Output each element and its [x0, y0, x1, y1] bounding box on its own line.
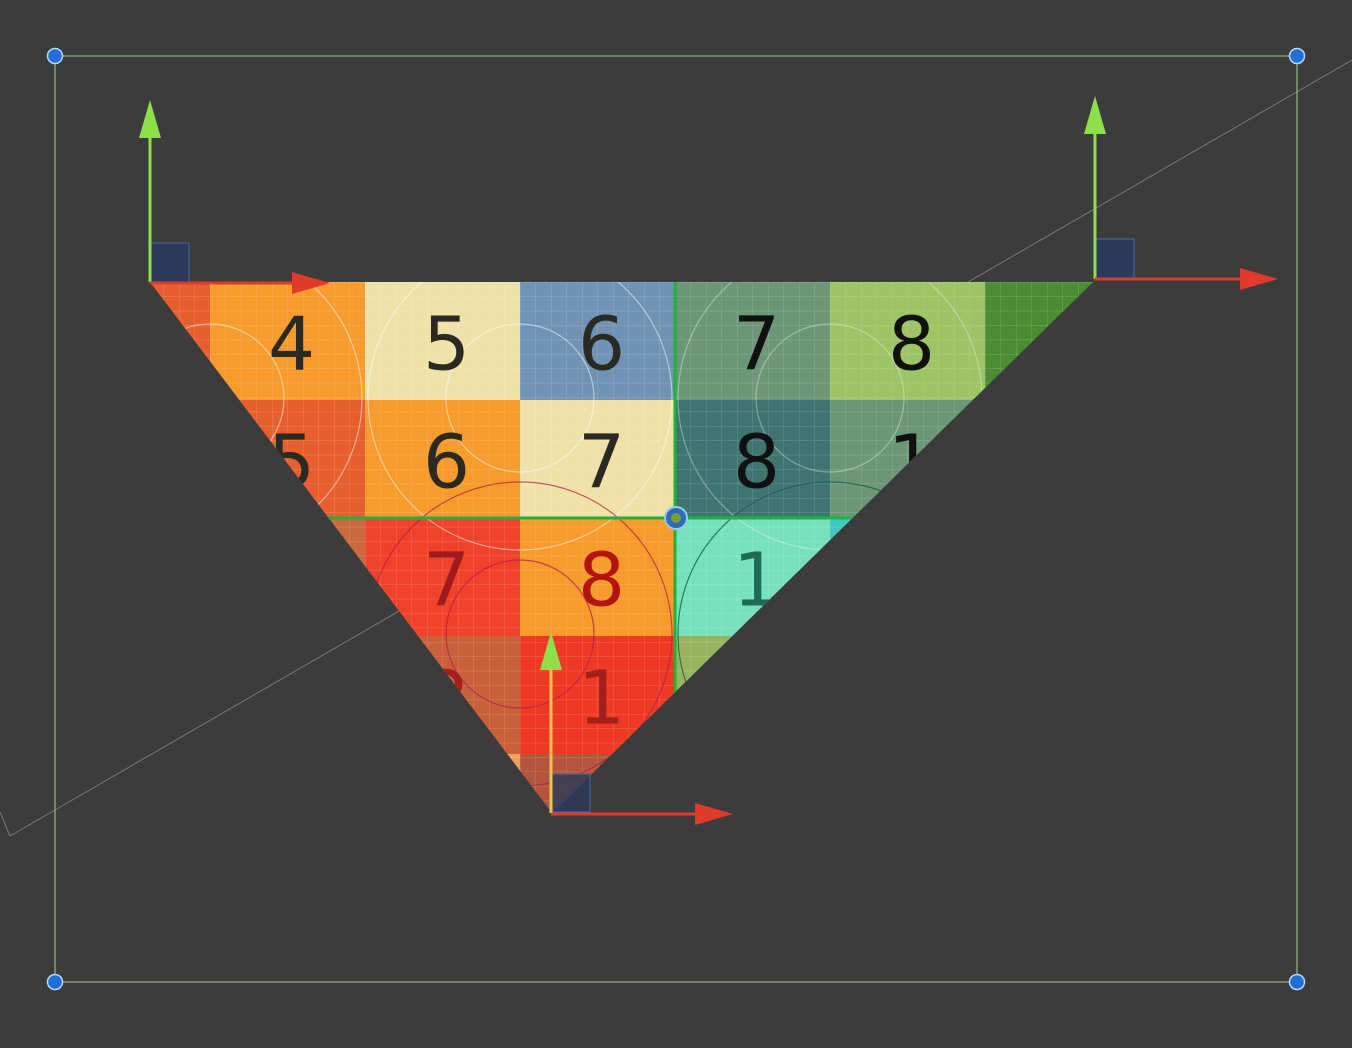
- tile-digit: 8: [888, 302, 935, 388]
- corner-handles[interactable]: [46, 47, 1306, 991]
- texture-tile: [830, 636, 986, 755]
- tile-digit: 5: [268, 420, 315, 506]
- tile-digit: 1: [733, 538, 780, 624]
- tile-digit: 2: [423, 656, 470, 742]
- texture-tile: [985, 754, 1093, 813]
- texture-tile: [985, 518, 1093, 637]
- texture-tile: [150, 400, 211, 519]
- tile-digit: 8: [578, 538, 625, 624]
- move-gizmo-bottom[interactable]: [540, 632, 733, 825]
- selection-rect[interactable]: [54, 55, 1298, 983]
- texture-tile: [830, 518, 986, 637]
- tile-digit: 6: [578, 302, 625, 388]
- corner-handle-bottom-left[interactable]: [46, 973, 64, 991]
- corner-handle-top-right[interactable]: [1288, 47, 1306, 65]
- y-axis-arrow-icon[interactable]: [540, 632, 562, 670]
- tile-digit: 4: [268, 302, 315, 388]
- texture-tile: [150, 636, 211, 755]
- texture-tile: [150, 754, 211, 813]
- corner-handle-bottom-right[interactable]: [1288, 973, 1306, 991]
- texture-tile: [150, 518, 211, 637]
- corner-handle-top-left[interactable]: [46, 47, 64, 65]
- move-gizmo-right[interactable]: [1084, 96, 1278, 290]
- tile-digit: 1: [888, 420, 935, 506]
- y-axis-arrow-icon[interactable]: [1084, 96, 1106, 134]
- texture-tile: [985, 400, 1093, 519]
- texture-tile: [210, 636, 366, 755]
- texture-tile: [830, 754, 986, 813]
- tile-digit: 1: [578, 656, 625, 742]
- x-axis-arrow-icon[interactable]: [695, 803, 733, 825]
- tile-digit: 7: [578, 420, 625, 506]
- triangle-sprite[interactable]: 4 5 6 7 8 5 6 7 8 1 7 8 1 2 1: [55, 246, 1155, 882]
- x-axis-arrow-icon[interactable]: [292, 272, 330, 294]
- guide-line-end: [0, 811, 11, 837]
- texture-tile: [210, 754, 366, 813]
- texture-tile: [985, 636, 1093, 755]
- move-gizmo-left[interactable]: [139, 100, 330, 294]
- tile-digit: 7: [733, 302, 780, 388]
- plane-handle[interactable]: [149, 242, 190, 283]
- y-axis-arrow-icon[interactable]: [139, 100, 161, 138]
- tile-digit: 8: [733, 420, 780, 506]
- pivot-circle-icon[interactable]: [664, 506, 688, 530]
- plane-handle[interactable]: [551, 773, 591, 813]
- plane-handle[interactable]: [1094, 238, 1135, 279]
- x-axis-arrow-icon[interactable]: [1240, 268, 1278, 290]
- tile-digit: 5: [423, 302, 470, 388]
- tile-digit: 6: [423, 420, 470, 506]
- texture-tile: [365, 754, 521, 813]
- tile-digit: 7: [423, 538, 470, 624]
